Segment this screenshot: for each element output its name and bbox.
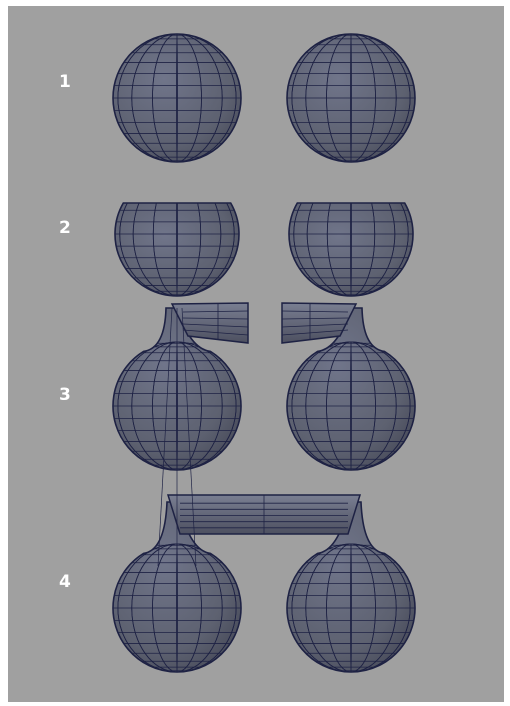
sphere-left-1 bbox=[108, 34, 246, 162]
sphere-right-1 bbox=[282, 34, 420, 162]
bridge-4 bbox=[168, 495, 360, 534]
mesh-scene bbox=[8, 6, 504, 702]
viewport: 1 2 3 4 bbox=[8, 6, 504, 702]
halfsphere-left-2 bbox=[110, 172, 244, 296]
halfsphere-right-2 bbox=[284, 172, 418, 296]
